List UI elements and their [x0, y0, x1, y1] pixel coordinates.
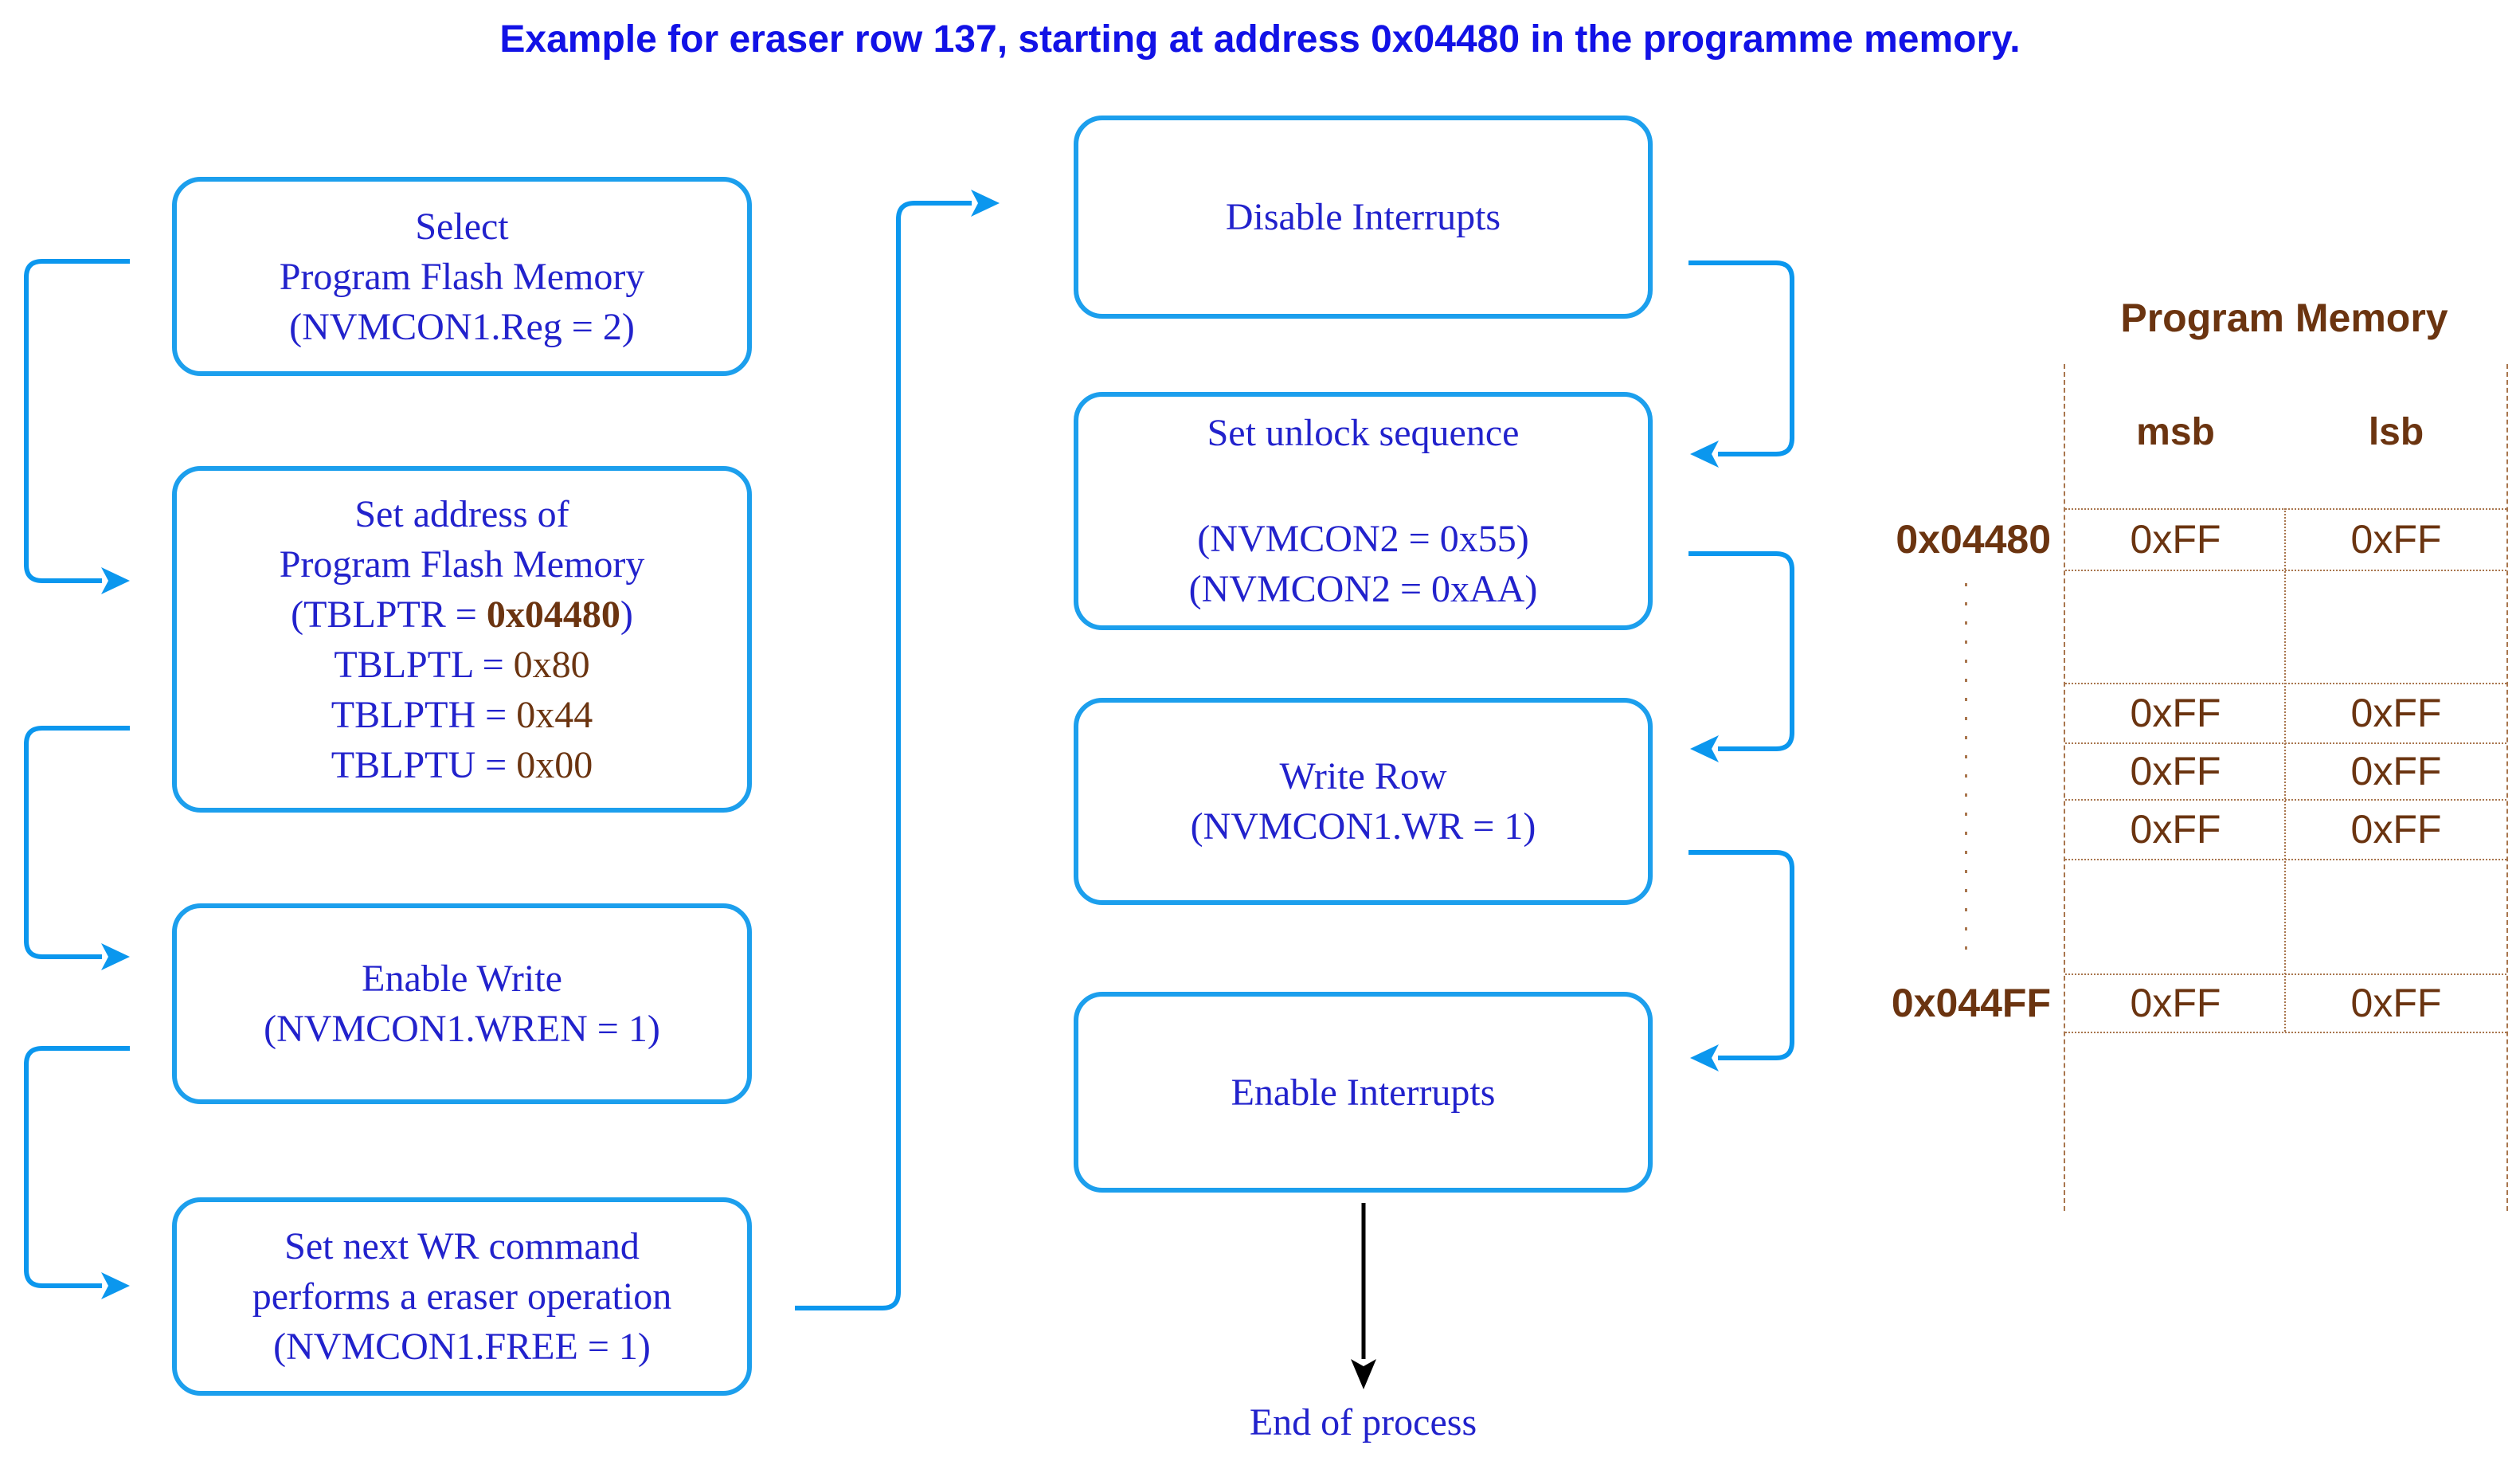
- step-line: (TBLPTR = 0x04480): [291, 593, 633, 636]
- connector-box2-box3: [24, 726, 130, 959]
- tblpth-value: 0x44: [516, 693, 593, 736]
- flow-step-enable-interrupts: Enable Interrupts: [1074, 992, 1653, 1193]
- step-line: performs a eraser operation: [252, 1275, 672, 1318]
- arrowhead-unlock: [1690, 441, 1719, 468]
- memory-column-headers: msb lsb: [2065, 410, 2506, 454]
- step-line: Set address of: [354, 492, 569, 535]
- end-of-process-label: End of process: [1249, 1401, 1477, 1444]
- row-separator: [2065, 973, 2506, 975]
- end-of-process-arrowhead: [1351, 1359, 1376, 1389]
- tblptr-value: 0x04480: [486, 593, 620, 636]
- lsb-header: lsb: [2368, 411, 2424, 453]
- connector-write-row-enable-interrupts: [1688, 850, 1794, 1060]
- step-line: TBLPTU = 0x00: [331, 743, 593, 786]
- arrowhead-enable-interrupts: [1690, 1044, 1719, 1071]
- arrowhead-write-row: [1690, 735, 1719, 762]
- flow-step-set-free: Set next WR command performs a eraser op…: [172, 1197, 752, 1396]
- arrowhead-box2: [101, 567, 130, 594]
- step-line: (NVMCON1.WR = 1): [1190, 805, 1536, 848]
- step-line: Set unlock sequence: [1207, 412, 1520, 454]
- connector-disable-unlock: [1688, 261, 1794, 456]
- flow-step-select-pfm: Select Program Flash Memory (NVMCON1.Reg…: [172, 177, 752, 376]
- flow-step-set-address: Set address of Program Flash Memory (TBL…: [172, 466, 752, 813]
- row-separator: [2065, 799, 2506, 801]
- program-memory-title: Program Memory: [2120, 296, 2448, 340]
- msb-header: msb: [2136, 411, 2215, 453]
- msb-cell: 0xFF: [2130, 516, 2221, 562]
- msb-cell: 0xFF: [2130, 806, 2221, 852]
- row-separator: [2065, 570, 2506, 571]
- row-separator: [2065, 742, 2506, 744]
- msb-cell: 0xFF: [2130, 690, 2221, 735]
- connector-box3-box4: [24, 1046, 130, 1288]
- step-line: TBLPTL = 0x80: [334, 643, 590, 686]
- row-separator: [2065, 859, 2506, 860]
- msb-lsb-divider: [2284, 508, 2286, 1032]
- step-line: Enable Interrupts: [1231, 1071, 1496, 1114]
- flow-step-disable-interrupts: Disable Interrupts: [1074, 116, 1653, 319]
- step-line: Set next WR command: [284, 1225, 640, 1267]
- connector-unlock-write-row: [1688, 551, 1794, 751]
- address-label-start: 0x04480: [1896, 516, 2051, 562]
- flow-step-set-unlock-sequence: Set unlock sequence (NVMCON2 = 0x55) (NV…: [1074, 392, 1653, 630]
- page-title: Example for eraser row 137, starting at …: [499, 18, 2021, 61]
- lsb-cell: 0xFF: [2350, 690, 2442, 735]
- memory-row: 0xFF 0xFF: [2065, 799, 2506, 859]
- program-memory-table: msb lsb 0xFF 0xFF 0xFF 0xFF 0xFF 0xFF 0x…: [2064, 364, 2508, 1211]
- step-line: (NVMCON1.WREN = 1): [264, 1008, 660, 1050]
- step-line: Disable Interrupts: [1225, 196, 1501, 238]
- step-line: (NVMCON1.FREE = 1): [273, 1326, 651, 1368]
- flow-step-enable-write: Enable Write (NVMCON1.WREN = 1): [172, 903, 752, 1104]
- connector-box1-box2: [24, 259, 130, 583]
- msb-cell: 0xFF: [2130, 980, 2221, 1025]
- tblptu-value: 0x00: [516, 743, 593, 786]
- step-line: (NVMCON1.Reg = 2): [289, 305, 635, 348]
- lsb-cell: 0xFF: [2350, 980, 2442, 1025]
- step-line: Write Row: [1279, 755, 1447, 797]
- arrowhead-box4: [101, 1272, 130, 1299]
- step-line: Enable Write: [362, 958, 562, 1000]
- row-separator: [2065, 683, 2506, 684]
- row-separator: [2065, 508, 2506, 510]
- connector-box4-disable-interrupts: [795, 201, 972, 1310]
- msb-cell: 0xFF: [2130, 748, 2221, 793]
- memory-row: 0xFF 0xFF: [2065, 973, 2506, 1032]
- step-line: Select: [415, 205, 509, 248]
- step-line: (NVMCON2 = 0x55): [1197, 518, 1529, 560]
- lsb-cell: 0xFF: [2350, 516, 2442, 562]
- arrowhead-box3: [101, 943, 130, 970]
- memory-row: 0xFF 0xFF: [2065, 742, 2506, 799]
- memory-row: 0xFF 0xFF: [2065, 508, 2506, 570]
- memory-row: 0xFF 0xFF: [2065, 683, 2506, 742]
- arrowhead-disable-interrupts: [971, 190, 1000, 217]
- address-range-dotted-line: [1965, 583, 1967, 950]
- step-line: (NVMCON2 = 0xAA): [1188, 568, 1538, 610]
- lsb-cell: 0xFF: [2350, 806, 2442, 852]
- step-line: Program Flash Memory: [279, 543, 645, 586]
- tblptl-value: 0x80: [513, 643, 590, 686]
- address-label-end: 0x044FF: [1891, 980, 2051, 1025]
- step-line: Program Flash Memory: [279, 255, 645, 298]
- row-separator: [2065, 1032, 2506, 1033]
- flow-step-write-row: Write Row (NVMCON1.WR = 1): [1074, 698, 1653, 905]
- step-line: TBLPTH = 0x44: [331, 693, 593, 736]
- lsb-cell: 0xFF: [2350, 748, 2442, 793]
